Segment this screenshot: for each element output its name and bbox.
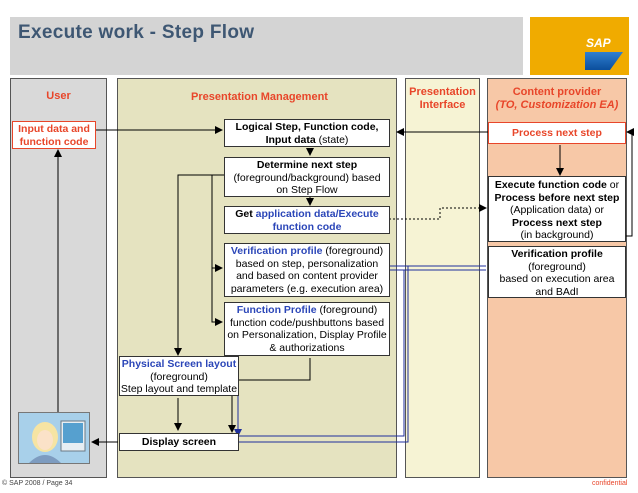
lane-pi-header-line2: Interface bbox=[419, 99, 466, 111]
user-illustration bbox=[18, 412, 90, 464]
execute-line5: (in background) bbox=[520, 229, 594, 241]
funcprof-line4: & authorizations bbox=[269, 341, 345, 354]
arrow-funcprof-to-display bbox=[228, 358, 311, 433]
funcprof-line3: on Personalization, Display Profile bbox=[227, 329, 387, 341]
get-app-data-box: Get application data/Execute function co… bbox=[224, 206, 390, 234]
display-screen-box: Display screen bbox=[119, 433, 239, 451]
footer-page: © SAP 2008 / Page 34 bbox=[2, 480, 73, 487]
verif-fg: (foreground) bbox=[322, 245, 384, 257]
lane-cp-header-line1: Content provider bbox=[512, 86, 602, 98]
sap-logo-mark bbox=[585, 52, 623, 70]
blue-link-to-display-inner bbox=[218, 270, 405, 437]
determine-line2: (foreground/background) based bbox=[233, 171, 381, 184]
cp-verif-line3: based on execution area bbox=[499, 273, 615, 285]
verif-line3: and based on content provider bbox=[236, 270, 378, 282]
physical-line1: Physical Screen layout bbox=[121, 358, 237, 370]
process-next-step-box: Process next step bbox=[488, 122, 626, 144]
lane-cp-header-line2: (TO, Customization EA) bbox=[495, 99, 619, 111]
funcprof-line2: function code/pushbuttons based bbox=[229, 316, 385, 329]
input-data-line2: function code bbox=[19, 135, 89, 148]
verification-profile-box: Verification profile (foreground) based … bbox=[224, 243, 390, 297]
input-data-box: Input data and function code bbox=[12, 121, 96, 149]
input-data-line1: Input data and bbox=[18, 123, 90, 135]
sap-logo-text: SAP bbox=[586, 36, 611, 50]
process-next-step-label: Process next step bbox=[512, 127, 602, 139]
execute-function-box: Execute function code or Process before … bbox=[488, 176, 626, 242]
dotted-arrow-getdata-to-execute bbox=[389, 204, 487, 220]
verif-line2: based on step, personalization bbox=[235, 257, 379, 270]
lane-pi-header: Presentation Interface bbox=[405, 86, 480, 112]
verif-title: Verification profile bbox=[230, 245, 323, 257]
arrow-determine-to-funcprof bbox=[211, 174, 224, 326]
funcprof-title: Function Profile bbox=[236, 304, 317, 316]
user-clipart-icon bbox=[19, 413, 89, 463]
cp-verif-line1: Verification profile bbox=[511, 248, 603, 260]
cp-verif-line4: and BAdI bbox=[535, 285, 579, 298]
lane-cp-header: Content provider (TO, Customization EA) bbox=[487, 86, 627, 112]
logical-step-input-data: Input data bbox=[265, 133, 316, 146]
verif-line4: parameters (e.g. execution area) bbox=[230, 282, 384, 295]
determine-line1: Determine next step bbox=[256, 159, 358, 171]
logical-step-line1: Logical Step, Function code, bbox=[235, 121, 379, 133]
determine-step-box: Determine next step (foreground/backgrou… bbox=[224, 157, 390, 197]
execute-line3: (Application data) or bbox=[510, 204, 604, 216]
lane-presentation-interface bbox=[405, 78, 480, 478]
arrow-determine-to-physical bbox=[174, 174, 224, 356]
execute-line2: Process before next step bbox=[494, 191, 620, 204]
execute-line1: Execute function code bbox=[494, 179, 607, 191]
blue-link-to-display-outer bbox=[217, 266, 409, 446]
title-bar bbox=[10, 17, 523, 75]
physical-line2: (foreground) bbox=[150, 370, 208, 383]
lane-pi-header-line1: Presentation bbox=[409, 86, 476, 98]
lane-pm-header: Presentation Management bbox=[191, 91, 328, 103]
sap-logo bbox=[585, 52, 623, 70]
logical-step-box: Logical Step, Function code, Input data … bbox=[224, 119, 390, 147]
funcprof-fg: (foreground) bbox=[316, 304, 378, 316]
page-title: Execute work - Step Flow bbox=[18, 22, 255, 43]
display-screen-label: Display screen bbox=[141, 436, 217, 448]
get-data-line2: function code bbox=[272, 220, 342, 233]
cp-verification-box: Verification profile (foreground) based … bbox=[488, 246, 626, 298]
logical-step-state: (state) bbox=[315, 133, 349, 146]
function-profile-box: Function Profile (foreground) function c… bbox=[224, 302, 390, 356]
execute-or: or bbox=[606, 179, 620, 191]
determine-line3: on Step Flow bbox=[276, 184, 338, 196]
physical-screen-box: Physical Screen layout (foreground) Step… bbox=[119, 356, 239, 396]
physical-line3: Step layout and template bbox=[120, 383, 238, 395]
footer-confidential: confidential bbox=[592, 480, 628, 487]
lane-user-header: User bbox=[46, 90, 71, 102]
cp-verif-line2: (foreground) bbox=[528, 260, 586, 273]
get-data-prefix: Get bbox=[235, 208, 256, 220]
execute-line4: Process next step bbox=[512, 216, 602, 229]
get-data-line1: application data/Execute bbox=[255, 208, 379, 220]
